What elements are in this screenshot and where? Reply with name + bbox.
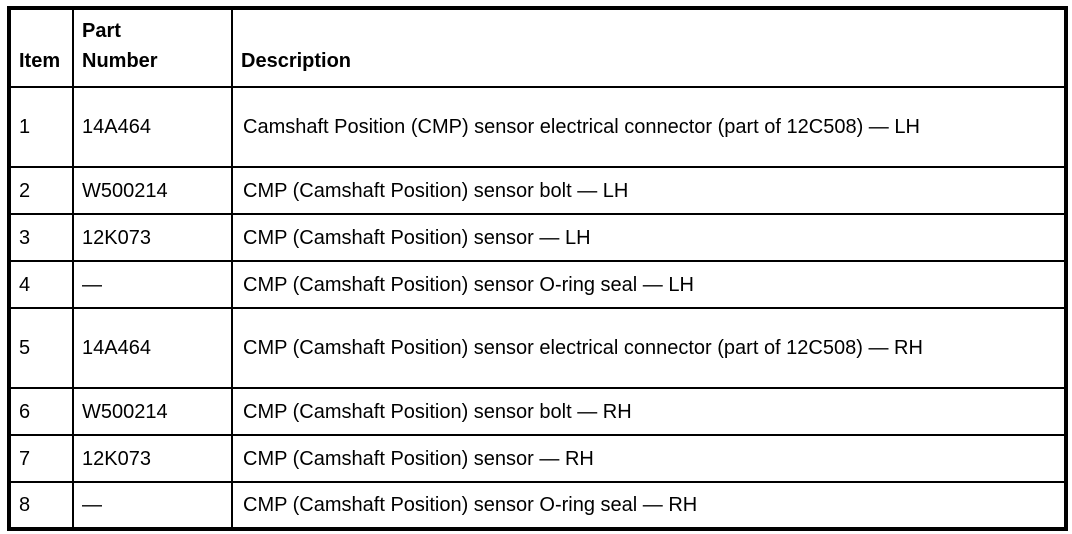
part-number-cell: W500214	[72, 387, 233, 436]
item-cell: 7	[8, 434, 74, 483]
description-cell: CMP (Camshaft Position) sensor — RH	[231, 434, 1067, 483]
header-row: Item Part Number Description	[8, 7, 1067, 88]
item-cell: 5	[8, 307, 74, 389]
description-cell: CMP (Camshaft Position) sensor electrica…	[231, 307, 1067, 389]
part-number-cell: 14A464	[72, 86, 233, 168]
part-number-cell: 12K073	[72, 213, 233, 262]
part-number-cell: 12K073	[72, 434, 233, 483]
part-number-cell: —	[72, 481, 233, 530]
column-header-item: Item	[8, 7, 74, 88]
table-row: 4—CMP (Camshaft Position) sensor O-ring …	[8, 260, 1067, 309]
part-number-cell: W500214	[72, 166, 233, 215]
part-number-cell: 14A464	[72, 307, 233, 389]
description-cell: Camshaft Position (CMP) sensor electrica…	[231, 86, 1067, 168]
item-cell: 8	[8, 481, 74, 530]
description-cell: CMP (Camshaft Position) sensor O-ring se…	[231, 481, 1067, 530]
description-cell: CMP (Camshaft Position) sensor O-ring se…	[231, 260, 1067, 309]
part-number-cell: —	[72, 260, 233, 309]
description-cell: CMP (Camshaft Position) sensor — LH	[231, 213, 1067, 262]
column-header-description: Description	[231, 7, 1067, 88]
description-cell: CMP (Camshaft Position) sensor bolt — RH	[231, 387, 1067, 436]
table-row: 8—CMP (Camshaft Position) sensor O-ring …	[8, 481, 1067, 530]
item-cell: 2	[8, 166, 74, 215]
item-cell: 1	[8, 86, 74, 168]
description-cell: CMP (Camshaft Position) sensor bolt — LH	[231, 166, 1067, 215]
item-cell: 4	[8, 260, 74, 309]
column-header-part-number: Part Number	[72, 7, 233, 88]
item-cell: 3	[8, 213, 74, 262]
item-cell: 6	[8, 387, 74, 436]
